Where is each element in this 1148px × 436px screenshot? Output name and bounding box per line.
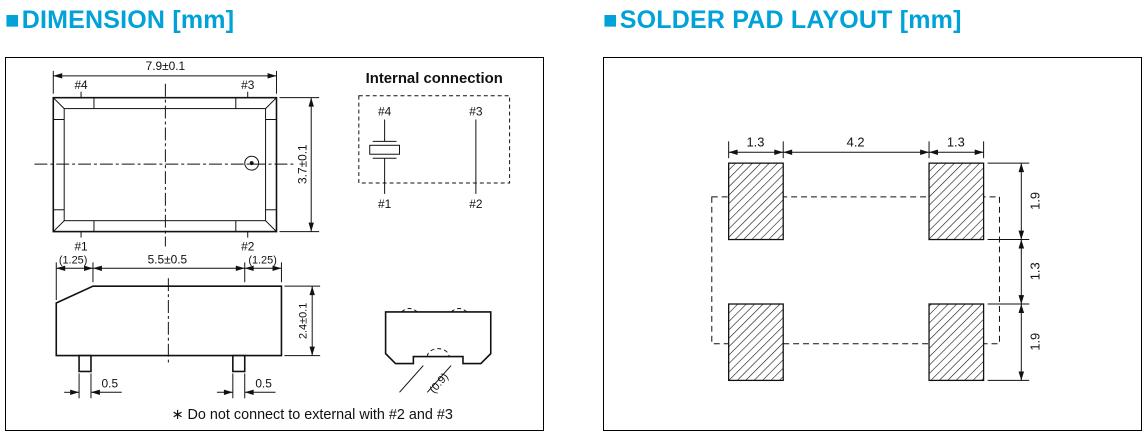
pad-bottom-left (728, 303, 784, 382)
dim-pad-width-right: 1.3 (947, 134, 965, 149)
ic-pin-1: #1 (378, 197, 392, 211)
solder-pad-title: ■SOLDER PAD LAYOUT [mm] (603, 6, 1143, 35)
connection-note: ∗ Do not connect to external with #2 and… (172, 407, 453, 423)
orientation-mark-icon (244, 155, 260, 171)
pad-top-right (928, 162, 985, 241)
pad-bottom-right (928, 303, 985, 382)
dim-pad-height-top: 1.9 (1028, 192, 1043, 210)
component-outline-dashed (711, 196, 1000, 345)
ic-pin-4: #4 (378, 105, 392, 119)
solder-pads (728, 162, 985, 382)
top-view-height-dimension: 3.7±0.1 (279, 97, 320, 233)
dimension-title: ■DIMENSION [mm] (5, 6, 545, 35)
dimension-title-text: DIMENSION [mm] (21, 6, 235, 34)
pad-width-dimensions: 1.3 4.2 1.3 (728, 134, 985, 159)
internal-connection: Internal connection #4 #3 #1 #2 (358, 71, 511, 211)
dim-body-height: 2.4±0.1 (297, 303, 309, 339)
pin-label-3: #3 (241, 78, 255, 92)
side-view-top-dimension: (1.25) 5.5±0.5 (1.25) (55, 252, 282, 301)
ic-pin-3: #3 (469, 105, 483, 119)
dim-pad-pitch: 4.2 (847, 134, 865, 149)
crystal-symbol-icon (369, 144, 400, 155)
dim-height: 3.7±0.1 (295, 144, 309, 184)
dim-left-margin: (1.25) (59, 254, 87, 266)
dim-foot-right: 0.5 (255, 376, 272, 390)
dim-foot-depth: (0.9) (427, 371, 451, 396)
dim-right-margin: (1.25) (248, 254, 277, 266)
pin-label-2: #2 (241, 239, 255, 253)
solder-pad-drawing: 1.3 4.2 1.3 1.9 1.3 (711, 134, 1043, 382)
title-square-icon: ■ (5, 7, 20, 34)
solder-pad-section: ■SOLDER PAD LAYOUT [mm] (603, 0, 1143, 431)
dim-body-length: 5.5±0.5 (148, 252, 188, 266)
dimension-drawing-box: #4 #3 #1 #2 7.9±0.1 (5, 57, 544, 431)
ic-pin-2: #2 (469, 197, 483, 211)
top-view-width-dimension: 7.9±0.1 (52, 59, 277, 94)
internal-connection-title: Internal connection (366, 71, 503, 87)
pad-top-left (728, 162, 784, 241)
dim-width: 7.9±0.1 (146, 59, 186, 73)
side-view-feet-dimensions: 0.5 0.5 (64, 373, 276, 399)
dimension-section: ■DIMENSION [mm] (5, 0, 545, 431)
top-view: #4 #3 #1 #2 (34, 78, 297, 253)
pin-label-4: #4 (74, 78, 88, 92)
solder-pad-drawing-box: 1.3 4.2 1.3 1.9 1.3 (603, 57, 1142, 431)
dim-pad-height-bottom: 1.9 (1028, 333, 1043, 351)
end-view: (0.9) (384, 307, 492, 396)
side-view (55, 278, 283, 373)
side-view-height-dimension: 2.4±0.1 (284, 285, 321, 357)
title-square-icon: ■ (603, 7, 618, 34)
solder-pad-title-text: SOLDER PAD LAYOUT [mm] (619, 6, 962, 34)
pad-height-dimensions: 1.9 1.3 1.9 (987, 162, 1043, 381)
pin-label-1: #1 (74, 239, 88, 253)
dimension-drawing: #4 #3 #1 #2 7.9±0.1 (34, 59, 511, 423)
dim-foot-left: 0.5 (102, 376, 119, 390)
dim-row-gap: 1.3 (1028, 262, 1043, 280)
dim-pad-width-left: 1.3 (746, 134, 764, 149)
